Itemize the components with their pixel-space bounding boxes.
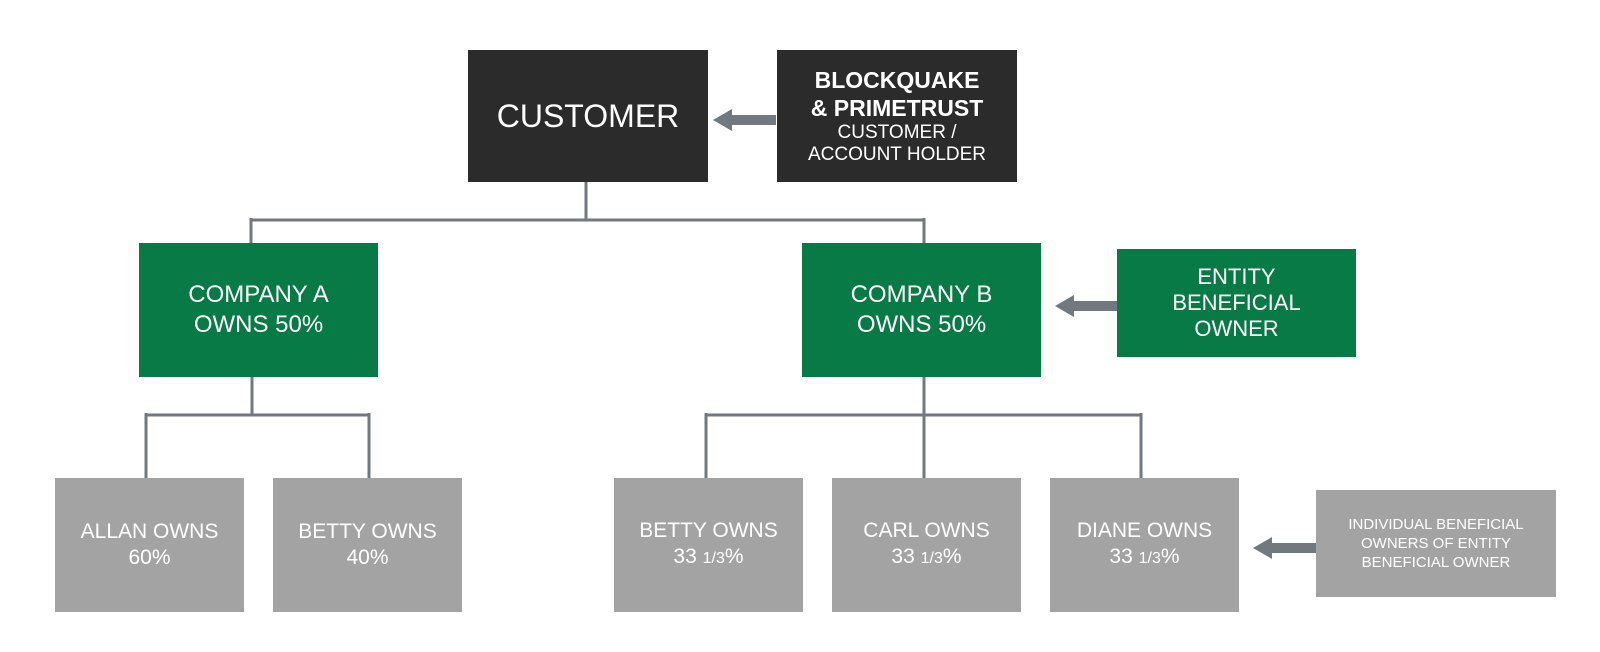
tree-connectors	[144, 180, 1143, 479]
betty-a-owns-label: BETTY OWNS	[298, 520, 437, 543]
company-a-box: COMPANY A OWNS 50%	[139, 243, 378, 377]
carl-share: 33 1/3%	[891, 544, 961, 572]
individual-beneficial-owners-box: INDIVIDUAL BENEFICIAL OWNERS OF ENTITY B…	[1316, 490, 1556, 597]
carl-share-fraction: 1/3	[920, 550, 943, 567]
betty-b-box: BETTY OWNS 33 1/3%	[614, 478, 803, 612]
entity-label-line2: BENEFICIAL	[1172, 290, 1301, 315]
diane-share: 33 1/3%	[1109, 544, 1179, 572]
pointer-arrows	[713, 109, 1316, 559]
carl-box: CARL OWNS 33 1/3%	[832, 478, 1021, 612]
carl-share-unit: %	[942, 545, 962, 568]
provider-name-line1: BLOCKQUAKE	[814, 67, 980, 93]
betty-a-share: 40%	[346, 546, 389, 569]
individual-label-line1: INDIVIDUAL BENEFICIAL	[1348, 516, 1524, 533]
customer-box: CUSTOMER	[468, 50, 708, 182]
connector-customer-to-companies	[249, 180, 926, 243]
arrow-individual-label-to-owners-icon	[1253, 537, 1316, 559]
betty-b-share-unit: %	[724, 545, 744, 568]
betty-b-share-whole: 33	[673, 545, 697, 568]
entity-beneficial-owner-box: ENTITY BENEFICIAL OWNER	[1117, 249, 1356, 357]
carl-share-whole: 33	[891, 545, 915, 568]
diane-share-unit: %	[1160, 545, 1180, 568]
allan-owns-label: ALLAN OWNS	[80, 520, 219, 543]
diane-box: DIANE OWNS 33 1/3%	[1050, 478, 1239, 612]
individual-label-line3: BENEFICIAL OWNER	[1361, 554, 1511, 571]
arrow-entity-label-to-company-b-icon	[1055, 295, 1118, 317]
diane-share-fraction: 1/3	[1138, 550, 1161, 567]
allan-share: 60%	[128, 546, 171, 569]
connector-company-b-to-individuals	[704, 377, 1143, 479]
entity-label-line1: ENTITY	[1197, 264, 1276, 289]
connector-company-a-to-individuals	[144, 377, 371, 479]
company-a-share: OWNS 50%	[193, 311, 324, 338]
diane-share-whole: 33	[1109, 545, 1133, 568]
betty-b-share: 33 1/3%	[673, 544, 743, 572]
provider-box: BLOCKQUAKE & PRIMETRUST CUSTOMER / ACCOU…	[777, 50, 1017, 182]
arrow-provider-to-customer-icon	[713, 109, 776, 131]
company-b-share: OWNS 50%	[856, 311, 987, 338]
company-b-name: COMPANY B	[850, 281, 993, 308]
betty-b-owns-label: BETTY OWNS	[639, 519, 778, 542]
entity-label-line3: OWNER	[1194, 316, 1279, 341]
allan-box: ALLAN OWNS 60%	[55, 478, 244, 612]
provider-role-line2: ACCOUNT HOLDER	[807, 144, 987, 165]
betty-b-share-fraction: 1/3	[702, 550, 725, 567]
company-b-box: COMPANY B OWNS 50%	[802, 243, 1041, 377]
carl-owns-label: CARL OWNS	[863, 519, 990, 542]
betty-a-box: BETTY OWNS 40%	[273, 478, 462, 612]
customer-label: CUSTOMER	[496, 97, 680, 134]
diane-owns-label: DIANE OWNS	[1076, 519, 1213, 542]
individual-label-line2: OWNERS OF ENTITY	[1361, 535, 1511, 552]
provider-role-line1: CUSTOMER /	[837, 122, 957, 143]
company-a-name: COMPANY A	[188, 281, 329, 308]
provider-name-line2: & PRIMETRUST	[810, 95, 984, 121]
